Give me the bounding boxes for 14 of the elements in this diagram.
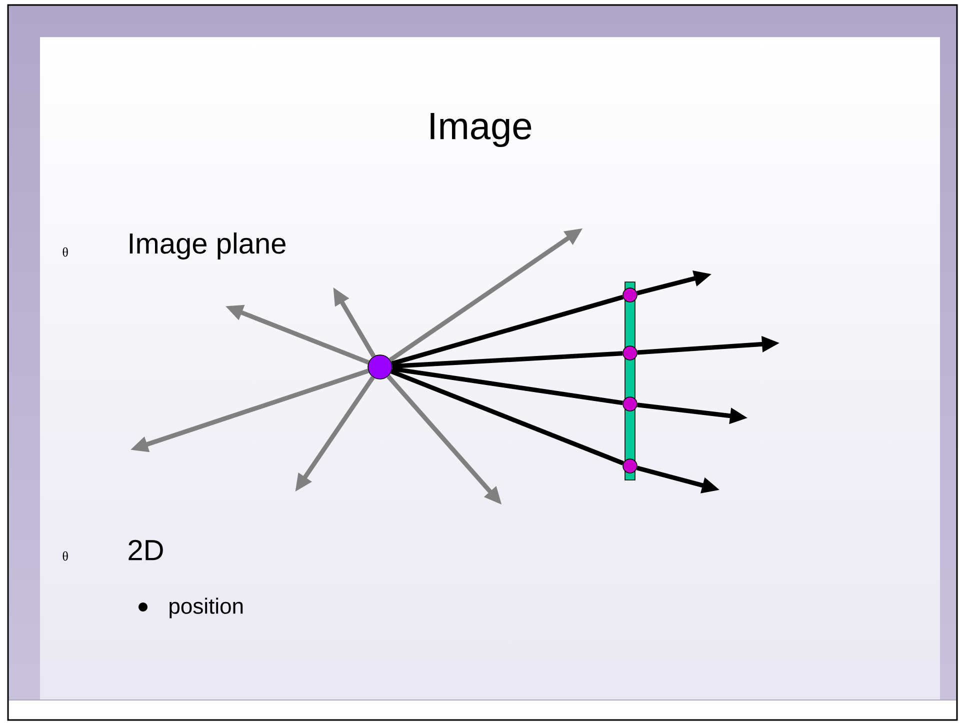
center-point xyxy=(368,354,392,380)
ray-line xyxy=(391,294,624,366)
bullet-text: 2D xyxy=(128,540,163,560)
intersection-dot xyxy=(622,458,638,474)
intersection-dot xyxy=(622,396,638,412)
bullet-mark: θ xyxy=(62,247,68,257)
ray-line xyxy=(390,369,624,466)
ray-line xyxy=(392,366,624,406)
intersection-dot xyxy=(622,346,638,360)
ray-line xyxy=(392,351,623,369)
bullet-text: Image plane xyxy=(130,232,286,260)
bullet-mark: θ xyxy=(62,551,68,561)
bullet-text: position xyxy=(170,598,243,618)
slide-title: Image xyxy=(430,112,532,148)
